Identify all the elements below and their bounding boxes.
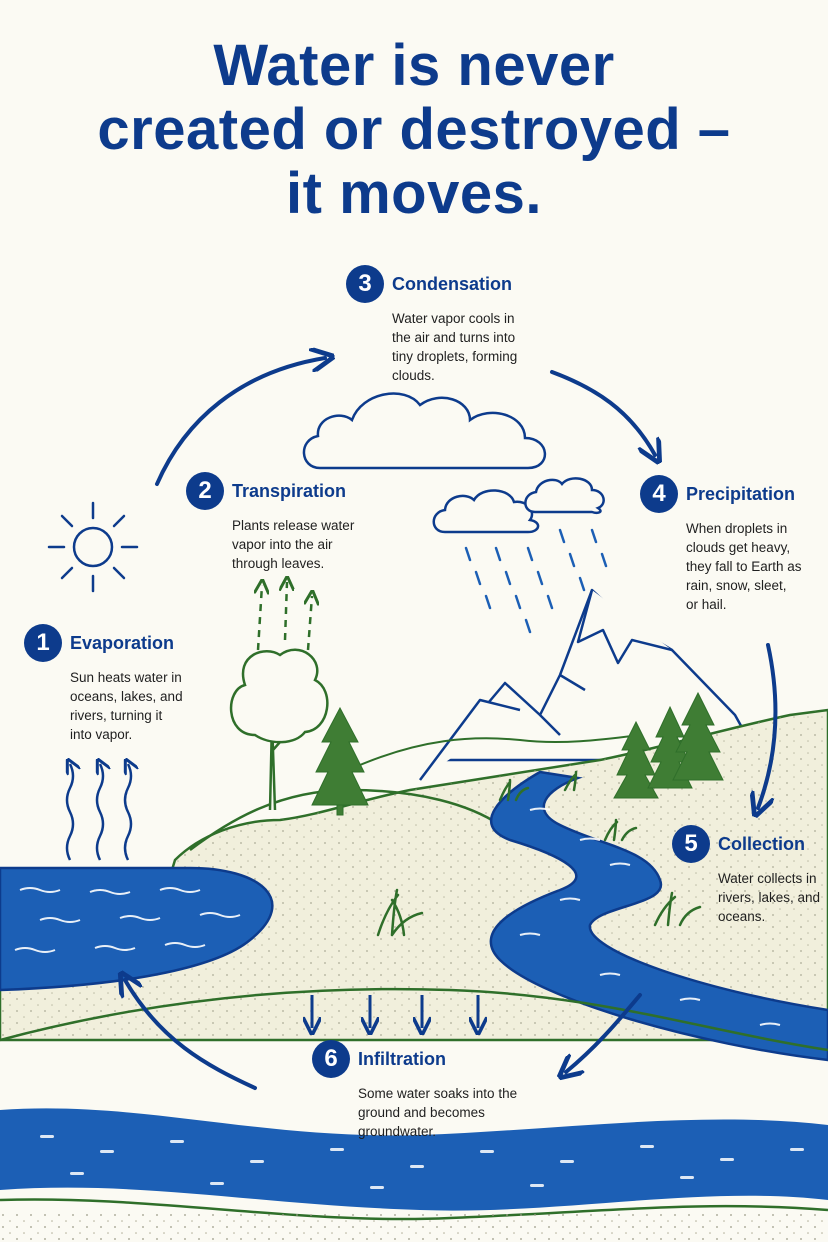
step-number-badge: 3 [346,265,384,303]
step-number-badge: 5 [672,825,710,863]
title-line-3: it moves. [286,161,542,226]
pine-tree-icon [311,691,724,816]
cloud-icon [302,392,605,534]
transpiration-arrows [258,582,312,651]
ocean [0,866,274,992]
groundwater-top-line [0,987,828,1052]
step-number-badge: 4 [640,475,678,513]
step-title: Precipitation [686,483,796,504]
infiltration-arrows [312,995,478,1028]
page-title: Water is never created or destroyed – it… [0,34,828,226]
step-title: Evaporation [70,632,175,653]
sun-icon [47,501,139,593]
tree-icon [229,648,329,811]
evaporation-arrows [65,764,131,861]
rain-drops [464,528,608,634]
step-number-badge: 1 [24,624,62,662]
arrow-icon [125,358,778,1090]
grass-icons [376,770,702,937]
step-infiltration: 6 Infiltration Some water soaks into the… [312,1040,517,1141]
step-title: Infiltration [358,1048,446,1069]
river [489,770,828,1062]
step-title: Condensation [392,273,512,294]
step-number-badge: 6 [312,1040,350,1078]
step-title: Transpiration [232,480,347,501]
step-title: Collection [718,833,806,854]
title-line-2: created or destroyed – [97,97,731,162]
step-number-badge: 2 [186,472,224,510]
title-line-1: Water is never [213,33,615,98]
groundwater [0,1108,828,1211]
mountain-icon [419,588,762,781]
